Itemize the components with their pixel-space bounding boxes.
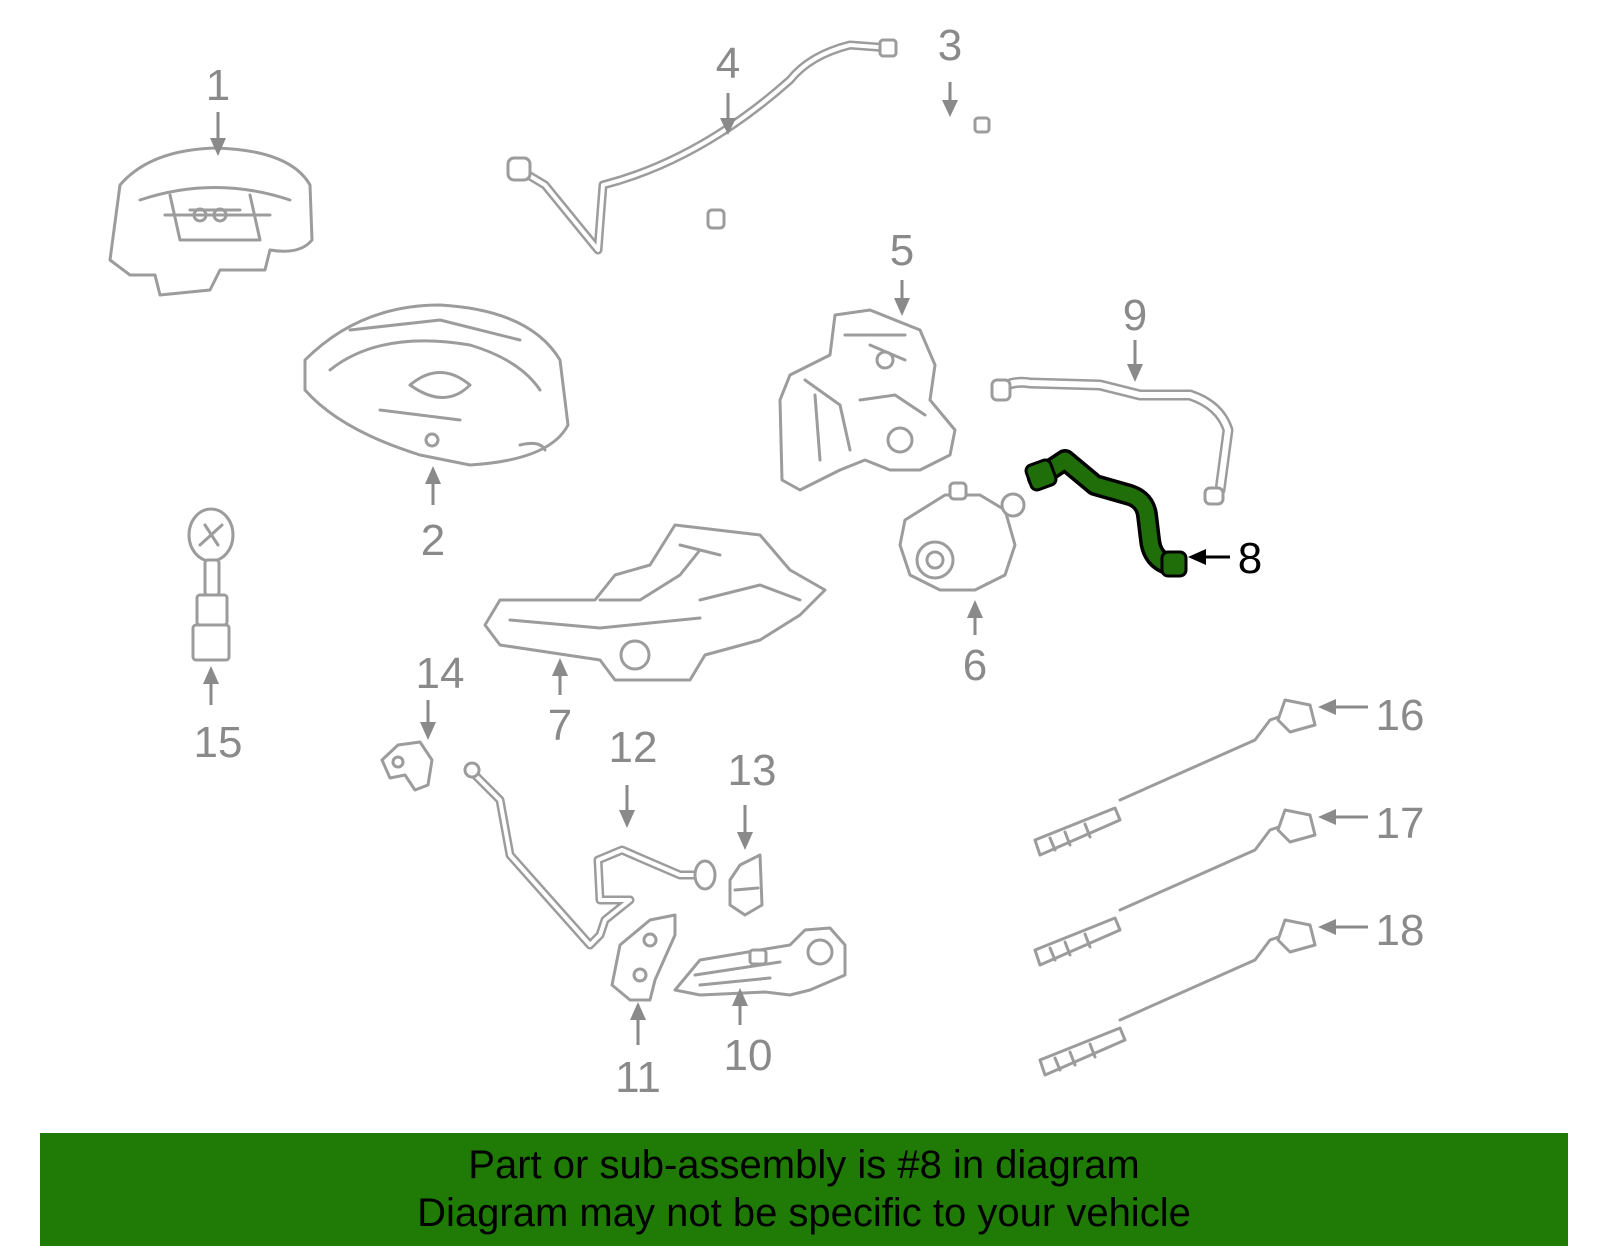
part-2-shield[interactable]: [303, 303, 570, 467]
part-6-pump[interactable]: [898, 481, 1026, 592]
leader-11: [630, 1002, 646, 1045]
part-17-o2-sensor[interactable]: [1033, 808, 1317, 967]
banner-line-part: Part or sub-assembly is #8 in diagram: [468, 1143, 1140, 1187]
part-5-valve[interactable]: [778, 308, 957, 492]
leader-7: [552, 658, 568, 695]
leader-4: [720, 93, 736, 135]
callout-9[interactable]: 9: [1123, 291, 1147, 340]
callout-3[interactable]: 3: [938, 21, 962, 70]
info-banner: Part or sub-assembly is #8 in diagram Di…: [40, 1133, 1568, 1246]
callout-16[interactable]: 16: [1376, 691, 1425, 740]
leader-16: [1318, 699, 1368, 715]
part-11-gasket[interactable]: [610, 913, 677, 1002]
callout-15[interactable]: 15: [194, 718, 243, 767]
part-9-hose[interactable]: [990, 376, 1234, 506]
leader-6: [967, 600, 983, 635]
callout-12[interactable]: 12: [609, 723, 658, 772]
leader-9: [1127, 340, 1143, 382]
leader-12: [619, 785, 635, 828]
part-12-pipe[interactable]: [463, 761, 717, 950]
callout-17[interactable]: 17: [1376, 799, 1425, 848]
part-7-shield[interactable]: [483, 523, 827, 682]
part-4-tube[interactable]: [506, 38, 898, 255]
leader-10: [732, 988, 748, 1025]
callout-1[interactable]: 1: [206, 61, 230, 110]
part-1-housing[interactable]: [108, 146, 314, 297]
part-16-o2-sensor[interactable]: [1033, 698, 1317, 857]
leader-14: [420, 700, 436, 740]
part-3-tube[interactable]: [706, 115, 991, 273]
callout-2[interactable]: 2: [421, 516, 445, 565]
leader-18: [1318, 919, 1368, 935]
callout-10[interactable]: 10: [724, 1031, 773, 1080]
leader-17: [1318, 809, 1368, 825]
callout-5[interactable]: 5: [890, 226, 914, 275]
leader-2: [425, 466, 441, 505]
callout-14[interactable]: 14: [416, 649, 465, 698]
part-8-hose-highlighted[interactable]: [1024, 449, 1188, 578]
part-18-o2-sensor[interactable]: [1038, 918, 1317, 1077]
callout-13[interactable]: 13: [728, 746, 777, 795]
callout-6[interactable]: 6: [963, 641, 987, 690]
callout-11[interactable]: 11: [615, 1053, 661, 1102]
leader-5: [894, 280, 910, 316]
part-15-sensor[interactable]: [187, 507, 235, 662]
callout-18[interactable]: 18: [1376, 906, 1425, 955]
leader-3: [942, 82, 958, 117]
leader-13: [737, 805, 753, 850]
leader-1: [210, 112, 226, 156]
part-13-clip[interactable]: [728, 853, 764, 917]
callout-7[interactable]: 7: [548, 701, 572, 750]
leader-8: [1188, 549, 1230, 565]
callout-4[interactable]: 4: [716, 39, 740, 88]
callout-8[interactable]: 8: [1238, 534, 1262, 583]
part-14-bracket[interactable]: [380, 740, 434, 792]
leader-15: [203, 666, 219, 705]
part-10-bracket[interactable]: [673, 926, 847, 997]
banner-line-disclaimer: Diagram may not be specific to your vehi…: [417, 1191, 1191, 1235]
